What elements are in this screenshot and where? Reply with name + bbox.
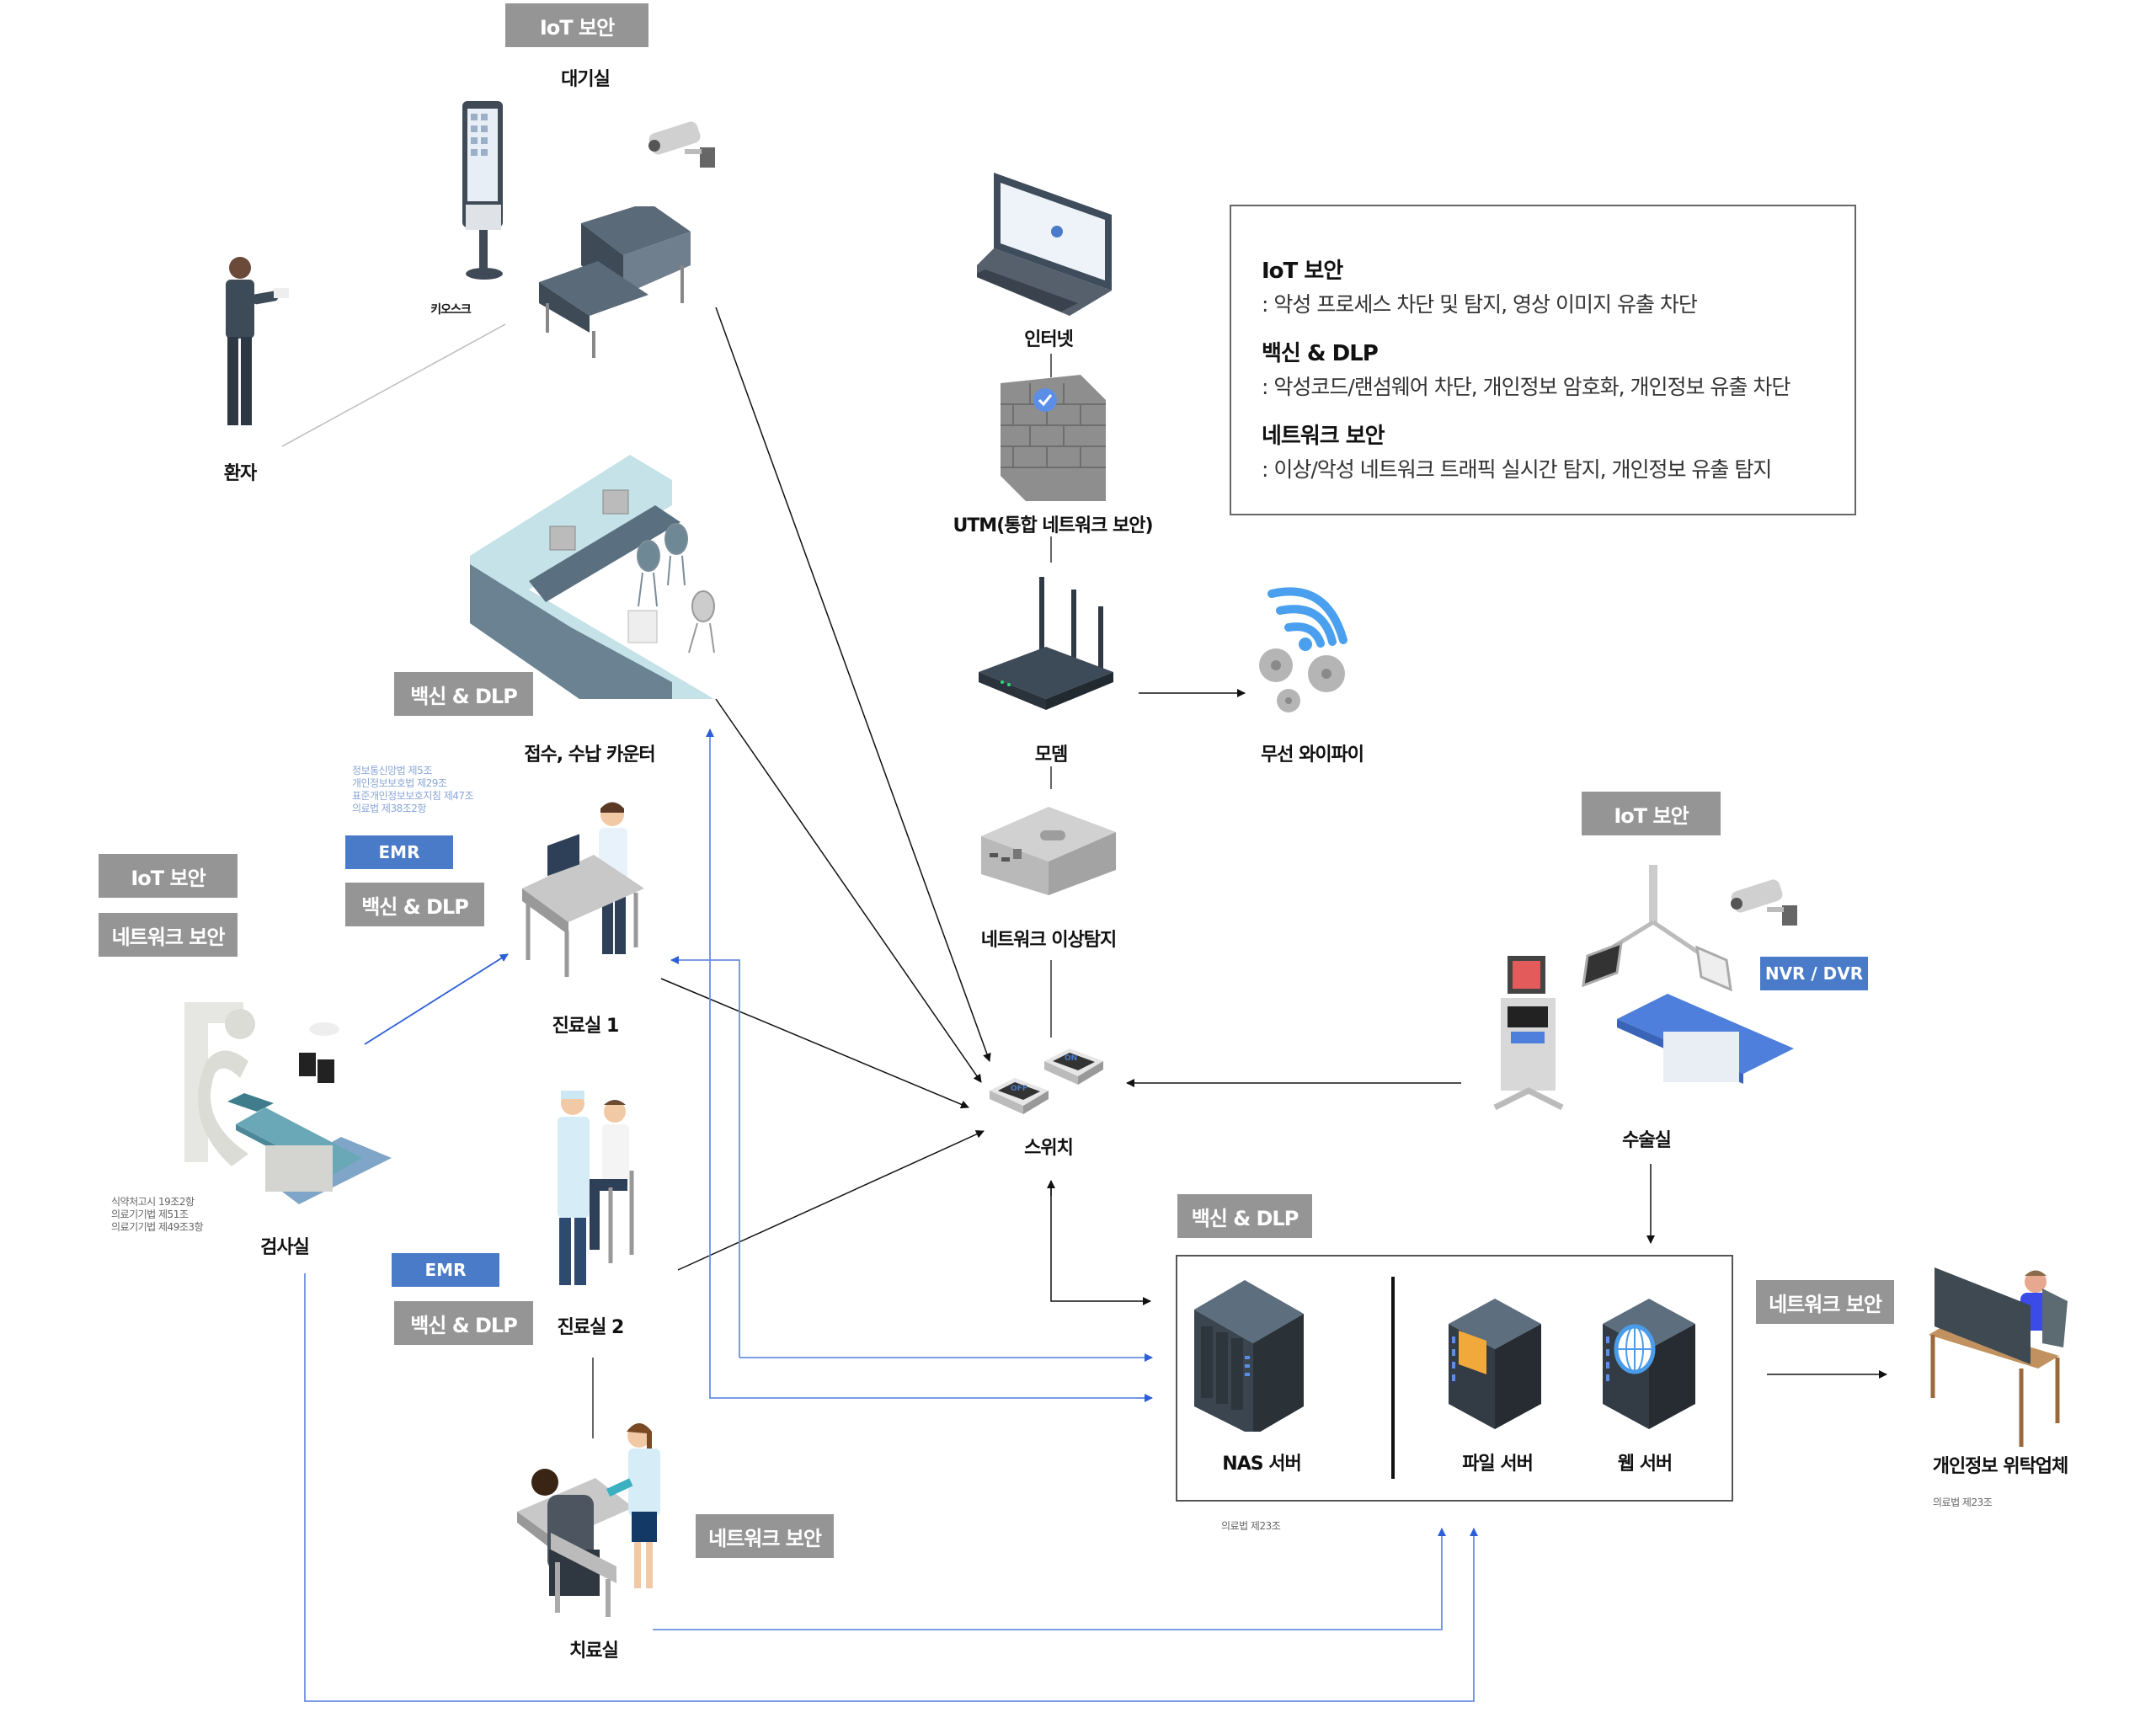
badge-iot-waiting: IoT 보안 bbox=[505, 3, 648, 47]
legend-item-iot: IoT 보안 : 악성 프로세스 차단 및 탐지, 영상 이미지 유출 차단 bbox=[1262, 253, 1698, 318]
label-web-server: 웹 서버 bbox=[1617, 1454, 1673, 1475]
badge-network-inspection: 네트워크 보안 bbox=[99, 913, 237, 957]
badge-network-outsourcer: 네트워크 보안 bbox=[1756, 1280, 1894, 1324]
badge-vaccine-dlp-reception: 백신 & DLP bbox=[394, 672, 533, 716]
modem-router-icon bbox=[979, 577, 1113, 710]
server-law: 의료법 제23조 bbox=[1221, 1520, 1281, 1532]
inspection-equipment-icon bbox=[184, 1002, 392, 1204]
waiting-chairs-icon bbox=[539, 206, 691, 358]
label-nas-server: NAS 서버 bbox=[1222, 1454, 1301, 1475]
inspection-law-2: 의료기기법 제49조3항 bbox=[111, 1221, 204, 1233]
label-outsourcer: 개인정보 위탁업체 bbox=[1932, 1456, 2069, 1477]
legend-title-iot: IoT 보안 bbox=[1262, 259, 1343, 284]
legend-desc-vaccine-dlp: : 악성코드/랜섬웨어 차단, 개인정보 암호화, 개인정보 유출 차단 bbox=[1262, 375, 1790, 399]
label-treatment-room: 치료실 bbox=[569, 1641, 619, 1662]
label-inspection-room: 검사실 bbox=[260, 1237, 310, 1258]
kiosk-icon bbox=[462, 101, 503, 280]
label-utm: UTM(통합 네트워크 보안) bbox=[953, 515, 1153, 536]
exam2-to-switch-arrow bbox=[677, 1130, 985, 1271]
switch-icon: ON OFF bbox=[985, 1044, 1120, 1120]
outsourcer-worker-icon bbox=[1929, 1267, 2068, 1447]
wifi-icon bbox=[1259, 587, 1348, 712]
surgery-equipment-icon bbox=[1493, 865, 1794, 1111]
emr-law-0: 정보통신망법 제5조 bbox=[352, 765, 432, 776]
inspection-to-server-arrow bbox=[304, 1273, 1478, 1702]
laptop-icon bbox=[977, 173, 1112, 316]
exam-room-1-icon bbox=[522, 802, 644, 977]
legend-title-vaccine-dlp: 백신 & DLP bbox=[1262, 341, 1379, 366]
treatment-room-icon bbox=[517, 1423, 660, 1617]
emr-law-2: 표준개인정보보호지침 제47조 bbox=[352, 790, 474, 802]
server-group-box: NAS 서버 파일 서버 웹 서버 bbox=[1176, 1255, 1733, 1502]
server-to-exam1-arrow bbox=[670, 956, 740, 1358]
legend-desc-iot: : 악성 프로세스 차단 및 탐지, 영상 이미지 유출 차단 bbox=[1262, 292, 1698, 317]
label-patient: 환자 bbox=[223, 463, 257, 484]
inspection-law-0: 식약처고시 19조2항 bbox=[111, 1196, 195, 1208]
cctv-camera-icon bbox=[648, 121, 715, 168]
emr-law-1: 개인정보보호법 제29조 bbox=[352, 777, 447, 789]
patient-icon bbox=[226, 257, 289, 425]
outsourcer-law: 의료법 제23조 bbox=[1933, 1497, 1993, 1508]
switch-graphic bbox=[990, 1048, 1103, 1114]
legend-title-network: 네트워크 보안 bbox=[1262, 424, 1385, 449]
inspection-to-exam1-arrow bbox=[364, 953, 509, 1045]
reception-counter-icon bbox=[470, 455, 715, 699]
reception-to-server-arrow bbox=[706, 728, 1152, 1399]
label-reception: 접수, 수납 카운터 bbox=[524, 744, 655, 766]
file-server-icon bbox=[1449, 1299, 1541, 1429]
label-switch: 스위치 bbox=[1024, 1138, 1074, 1159]
badge-iot-inspection: IoT 보안 bbox=[99, 854, 237, 898]
switch-on-label: ON bbox=[1065, 1054, 1078, 1063]
exam-room-2-icon bbox=[558, 1091, 634, 1285]
badge-emr-exam2: EMR bbox=[392, 1253, 499, 1287]
label-exam-room-2: 진료실 2 bbox=[557, 1317, 625, 1338]
inspection-law-1: 의료기기법 제51조 bbox=[111, 1208, 189, 1220]
label-kiosk: 키오스크 bbox=[430, 303, 472, 317]
label-modem: 모뎀 bbox=[1034, 744, 1068, 766]
emr-law-3: 의료법 제38조2항 bbox=[352, 803, 426, 814]
label-exam-room-1: 진료실 1 bbox=[552, 1016, 620, 1037]
web-server-icon bbox=[1603, 1299, 1695, 1429]
legend-item-vaccine-dlp: 백신 & DLP : 악성코드/랜섬웨어 차단, 개인정보 암호화, 개인정보 … bbox=[1262, 336, 1790, 401]
badge-nvr-dvr: NVR / DVR bbox=[1760, 957, 1868, 990]
badge-vaccine-dlp-exam2: 백신 & DLP bbox=[394, 1301, 533, 1345]
badge-emr-exam1: EMR bbox=[345, 835, 453, 869]
waiting-to-switch-arrow bbox=[715, 307, 991, 1062]
network-anomaly-detector-icon bbox=[981, 807, 1116, 895]
label-file-server: 파일 서버 bbox=[1462, 1454, 1534, 1475]
label-wifi: 무선 와이파이 bbox=[1260, 744, 1364, 766]
firewall-icon bbox=[1001, 375, 1106, 501]
badge-iot-surgery: IoT 보안 bbox=[1582, 792, 1721, 835]
reception-to-switch-arrow bbox=[715, 698, 982, 1083]
patient-kiosk-line bbox=[281, 323, 506, 447]
emr-law-list: 정보통신망법 제5조 개인정보보호법 제29조 표준개인정보보호지침 제47조 … bbox=[352, 765, 474, 815]
label-waiting-room: 대기실 bbox=[561, 69, 611, 90]
server-divider bbox=[1391, 1277, 1395, 1479]
legend-item-network: 네트워크 보안 : 이상/악성 네트워크 트래픽 실시간 탐지, 개인정보 유출… bbox=[1262, 419, 1772, 483]
surgery-cctv-icon bbox=[1731, 879, 1797, 926]
nas-server-icon bbox=[1194, 1280, 1304, 1432]
inspection-law-list: 식약처고시 19조2항 의료기기법 제51조 의료기기법 제49조3항 bbox=[111, 1196, 204, 1234]
label-internet: 인터넷 bbox=[1024, 329, 1074, 350]
label-surgery-room: 수술실 bbox=[1622, 1130, 1672, 1151]
badge-vaccine-dlp-server: 백신 & DLP bbox=[1177, 1194, 1312, 1238]
treatment-to-server-arrow bbox=[653, 1528, 1446, 1630]
exam1-to-switch-arrow bbox=[660, 978, 969, 1109]
legend-desc-network: : 이상/악성 네트워크 트래픽 실시간 탐지, 개인정보 유출 탐지 bbox=[1262, 457, 1772, 482]
switch-off-label: OFF bbox=[1011, 1085, 1027, 1093]
label-network-anomaly: 네트워크 이상탐지 bbox=[980, 930, 1118, 951]
legend-box: IoT 보안 : 악성 프로세스 차단 및 탐지, 영상 이미지 유출 차단 백… bbox=[1230, 205, 1856, 515]
badge-network-treatment: 네트워크 보안 bbox=[696, 1514, 834, 1558]
badge-vaccine-dlp-exam1: 백신 & DLP bbox=[345, 883, 484, 926]
switch-server-arrow bbox=[1050, 1183, 1151, 1305]
